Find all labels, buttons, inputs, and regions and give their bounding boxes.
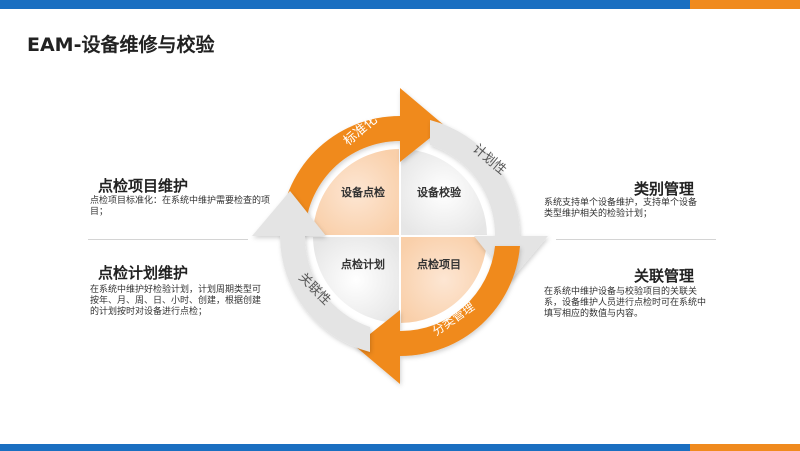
arrow-top-left [280, 88, 445, 236]
quadrant-label-br: 点检项目 [417, 257, 461, 271]
bottom-accent-bar-orange [690, 444, 800, 451]
left-desc-2: 在系统中维护好检验计划，计划周期类型可按年、月、周、日、小时、创建，根据创建的计… [90, 285, 262, 317]
left-heading-1: 点检项目维护 [98, 177, 189, 195]
right-divider [556, 239, 716, 240]
top-accent-bar-orange [690, 0, 800, 9]
bottom-accent-bar-blue [0, 444, 690, 451]
top-accent-bar-blue [0, 0, 690, 9]
arrow-bottom-right [355, 246, 520, 384]
left-heading-2: 点检计划维护 [98, 264, 189, 282]
right-heading-2: 关联管理 [634, 267, 695, 285]
left-desc-1: 点检项目标准化：在系统中维护需要检查的项目； [90, 196, 271, 217]
quadrant-label-bl: 点检计划 [341, 257, 385, 271]
left-divider [88, 239, 248, 240]
right-desc-2: 在系统中维护设备与校验项目的关联关系，设备维护人员进行点检时可在系统中填写相应的… [544, 287, 707, 319]
quadrant-label-tl: 设备点检 [341, 185, 385, 199]
arrow-top-right [430, 120, 548, 281]
quadrant-label-tr: 设备校验 [417, 185, 462, 199]
right-heading-1: 类别管理 [634, 180, 695, 198]
page-title: EAM-设备维修与校验 [27, 34, 215, 56]
right-desc-1: 系统支持单个设备维护，支持单个设备类型维护相关的检验计划； [544, 198, 698, 219]
arrow-bottom-left [252, 191, 370, 352]
